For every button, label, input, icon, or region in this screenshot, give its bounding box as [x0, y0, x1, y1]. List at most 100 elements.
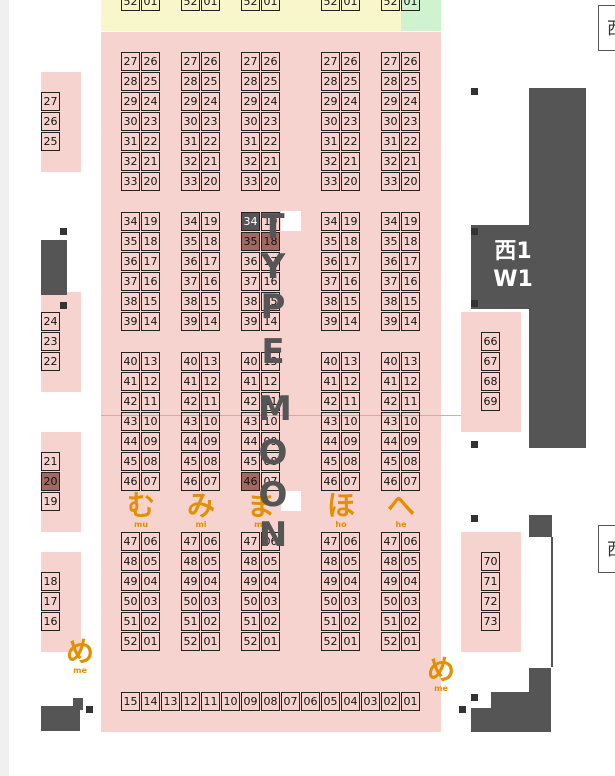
- booth-mu-05[interactable]: 05: [141, 552, 160, 571]
- booth-ma-29[interactable]: 29: [241, 92, 260, 111]
- booth-mu-15[interactable]: 15: [141, 292, 160, 311]
- booth-mu-17[interactable]: 17: [141, 252, 160, 271]
- booth-he-04[interactable]: 04: [401, 572, 420, 591]
- booth-he-32[interactable]: 32: [381, 152, 400, 171]
- booth-ho-15[interactable]: 15: [341, 292, 360, 311]
- booth-mu-52[interactable]: 52: [121, 632, 140, 651]
- booth-mu-47[interactable]: 47: [121, 532, 140, 551]
- top-strip-cell[interactable]: 01: [401, 0, 420, 11]
- booth-ho-06[interactable]: 06: [341, 532, 360, 551]
- booth-ho-36[interactable]: 36: [321, 252, 340, 271]
- booth-mi-29[interactable]: 29: [181, 92, 200, 111]
- booth-ma-39[interactable]: 39: [241, 312, 260, 331]
- booth-he-19[interactable]: 19: [401, 212, 420, 231]
- booth-he-47[interactable]: 47: [381, 532, 400, 551]
- booth-ho-04[interactable]: 04: [341, 572, 360, 591]
- booth-mu-06[interactable]: 06: [141, 532, 160, 551]
- booth-ho-23[interactable]: 23: [341, 112, 360, 131]
- booth-mi-40[interactable]: 40: [181, 352, 200, 371]
- booth-ma-49[interactable]: 49: [241, 572, 260, 591]
- booth-ho-37[interactable]: 37: [321, 272, 340, 291]
- booth-ho-31[interactable]: 31: [321, 132, 340, 151]
- booth-ho-16[interactable]: 16: [341, 272, 360, 291]
- booth-mu-09[interactable]: 09: [141, 432, 160, 451]
- booth-he-27[interactable]: 27: [381, 52, 400, 71]
- booth-mi-46[interactable]: 46: [181, 472, 200, 491]
- booth-he-24[interactable]: 24: [401, 92, 420, 111]
- booth-ho-46[interactable]: 46: [321, 472, 340, 491]
- booth-ma-38[interactable]: 38: [241, 292, 260, 311]
- booth-ho-34[interactable]: 34: [321, 212, 340, 231]
- booth-mi-35[interactable]: 35: [181, 232, 200, 251]
- booth-mi-50[interactable]: 50: [181, 592, 200, 611]
- booth-ho-22[interactable]: 22: [341, 132, 360, 151]
- booth-mu-30[interactable]: 30: [121, 112, 140, 131]
- booth-bottom-12[interactable]: 12: [181, 692, 200, 711]
- booth-he-11[interactable]: 11: [401, 392, 420, 411]
- booth-he-34[interactable]: 34: [381, 212, 400, 231]
- booth-mu-33[interactable]: 33: [121, 172, 140, 191]
- booth-ma-17[interactable]: 17: [261, 252, 280, 271]
- booth-he-29[interactable]: 29: [381, 92, 400, 111]
- top-strip-cell[interactable]: 01: [141, 0, 160, 11]
- booth-ma-13[interactable]: 13: [261, 352, 280, 371]
- booth-mu-48[interactable]: 48: [121, 552, 140, 571]
- booth-ma-23[interactable]: 23: [261, 112, 280, 131]
- booth-bottom-13[interactable]: 13: [161, 692, 180, 711]
- booth-he-20[interactable]: 20: [401, 172, 420, 191]
- booth-ho-39[interactable]: 39: [321, 312, 340, 331]
- booth-bottom-06[interactable]: 06: [301, 692, 320, 711]
- booth-ho-33[interactable]: 33: [321, 172, 340, 191]
- booth-he-10[interactable]: 10: [401, 412, 420, 431]
- booth-me-22[interactable]: 22: [41, 352, 60, 371]
- booth-ma-31[interactable]: 31: [241, 132, 260, 151]
- booth-mu-28[interactable]: 28: [121, 72, 140, 91]
- booth-right-73[interactable]: 73: [481, 612, 500, 631]
- booth-ho-29[interactable]: 29: [321, 92, 340, 111]
- booth-mu-34[interactable]: 34: [121, 212, 140, 231]
- booth-right-67[interactable]: 67: [481, 352, 500, 371]
- booth-ho-30[interactable]: 30: [321, 112, 340, 131]
- booth-mi-13[interactable]: 13: [201, 352, 220, 371]
- booth-mu-51[interactable]: 51: [121, 612, 140, 631]
- booth-he-33[interactable]: 33: [381, 172, 400, 191]
- booth-ho-52[interactable]: 52: [321, 632, 340, 651]
- booth-mu-02[interactable]: 02: [141, 612, 160, 631]
- booth-ma-45[interactable]: 45: [241, 452, 260, 471]
- booth-ma-18[interactable]: 18: [261, 232, 280, 251]
- booth-mu-21[interactable]: 21: [141, 152, 160, 171]
- booth-right-68[interactable]: 68: [481, 372, 500, 391]
- booth-ho-26[interactable]: 26: [341, 52, 360, 71]
- booth-bottom-02[interactable]: 02: [381, 692, 400, 711]
- booth-ho-14[interactable]: 14: [341, 312, 360, 331]
- booth-me-21[interactable]: 21: [41, 452, 60, 471]
- booth-ho-17[interactable]: 17: [341, 252, 360, 271]
- booth-mi-43[interactable]: 43: [181, 412, 200, 431]
- booth-mu-32[interactable]: 32: [121, 152, 140, 171]
- booth-bottom-04[interactable]: 04: [341, 692, 360, 711]
- booth-he-50[interactable]: 50: [381, 592, 400, 611]
- booth-right-71[interactable]: 71: [481, 572, 500, 591]
- booth-ma-44[interactable]: 44: [241, 432, 260, 451]
- top-strip-cell[interactable]: 01: [261, 0, 280, 11]
- booth-ho-19[interactable]: 19: [341, 212, 360, 231]
- booth-me-23[interactable]: 23: [41, 332, 60, 351]
- booth-mu-29[interactable]: 29: [121, 92, 140, 111]
- booth-mi-30[interactable]: 30: [181, 112, 200, 131]
- booth-ho-35[interactable]: 35: [321, 232, 340, 251]
- booth-mu-03[interactable]: 03: [141, 592, 160, 611]
- booth-ma-30[interactable]: 30: [241, 112, 260, 131]
- booth-ma-26[interactable]: 26: [261, 52, 280, 71]
- booth-mu-37[interactable]: 37: [121, 272, 140, 291]
- booth-ma-34[interactable]: 34: [241, 212, 260, 231]
- booth-bottom-01[interactable]: 01: [401, 692, 420, 711]
- booth-ma-20[interactable]: 20: [261, 172, 280, 191]
- booth-ma-11[interactable]: 11: [261, 392, 280, 411]
- booth-mi-44[interactable]: 44: [181, 432, 200, 451]
- booth-he-01[interactable]: 01: [401, 632, 420, 651]
- booth-ma-50[interactable]: 50: [241, 592, 260, 611]
- booth-ma-24[interactable]: 24: [261, 92, 280, 111]
- booth-he-16[interactable]: 16: [401, 272, 420, 291]
- booth-bottom-10[interactable]: 10: [221, 692, 240, 711]
- booth-ho-12[interactable]: 12: [341, 372, 360, 391]
